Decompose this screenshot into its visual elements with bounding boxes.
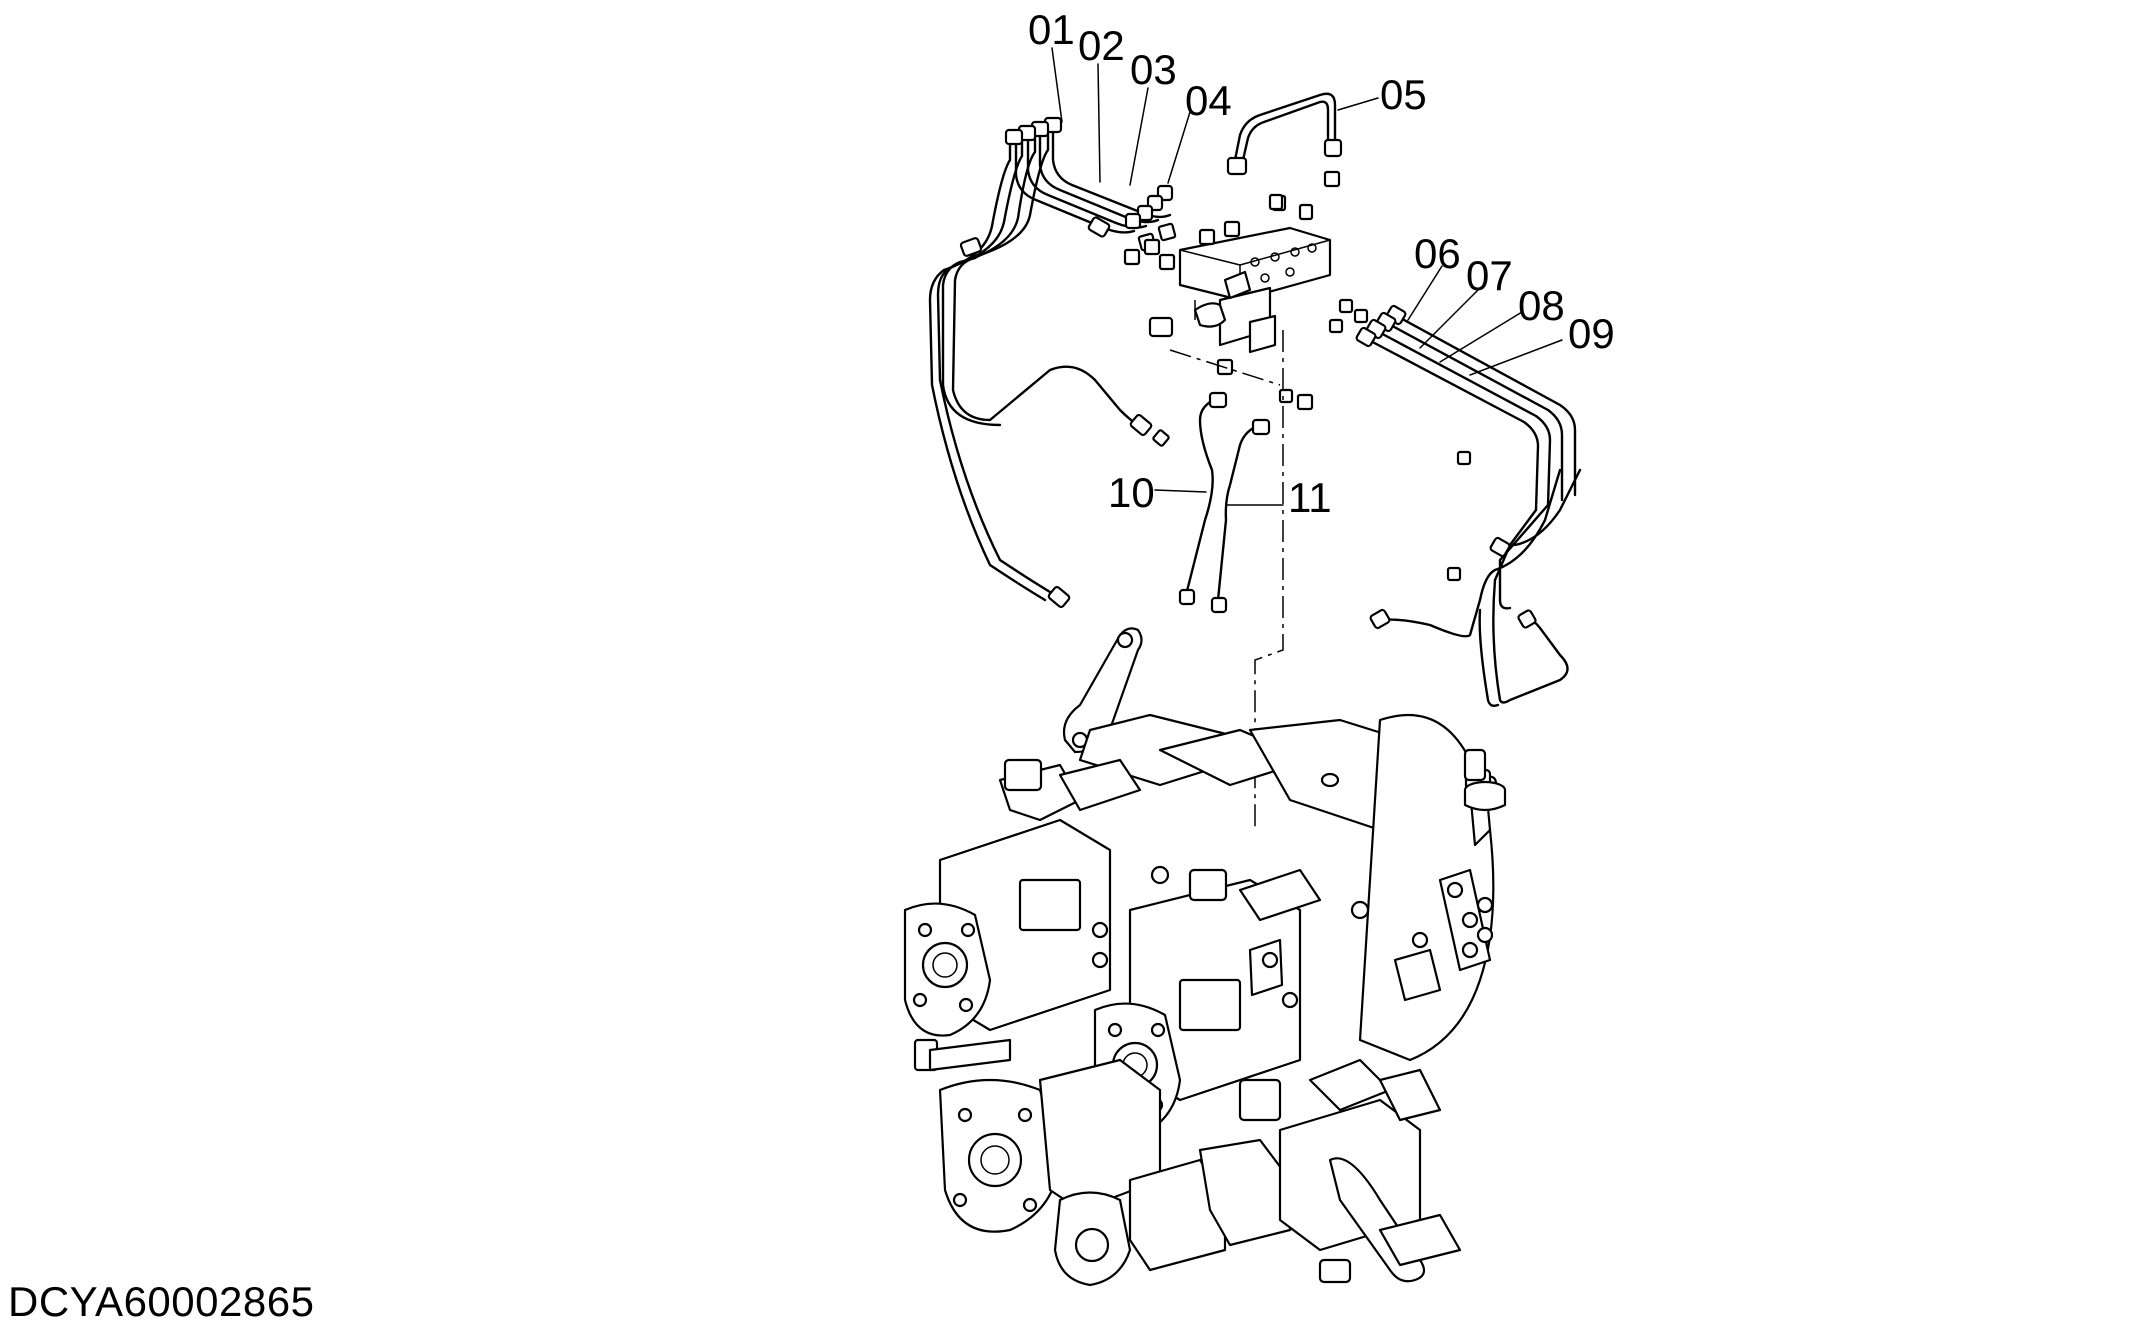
callout-11: 11 [1225, 474, 1332, 521]
callout-07: 07 [1419, 252, 1513, 349]
callout-04: 04 [1167, 77, 1232, 184]
callout-05: 05 [1337, 71, 1427, 118]
svg-text:07: 07 [1466, 252, 1513, 299]
svg-text:01: 01 [1028, 6, 1075, 53]
callout-01: 01 [1028, 6, 1075, 123]
svg-text:08: 08 [1518, 282, 1565, 329]
pump-assembly [903, 627, 1507, 1287]
svg-text:09: 09 [1568, 310, 1615, 357]
svg-text:04: 04 [1185, 77, 1232, 124]
svg-text:02: 02 [1078, 22, 1125, 69]
callout-09: 09 [1469, 310, 1615, 376]
svg-text:10: 10 [1108, 469, 1155, 516]
pipe-group-01-04 [928, 116, 1174, 609]
document-id: DCYA60002865 [8, 1278, 315, 1325]
callout-10: 10 [1108, 469, 1207, 516]
svg-text:06: 06 [1414, 230, 1461, 277]
pipe-group-06-09 [1355, 304, 1582, 708]
callout-06: 06 [1407, 230, 1461, 321]
pipe-group-10-11 [1178, 391, 1271, 614]
svg-text:11: 11 [1288, 474, 1332, 521]
callout-08: 08 [1439, 282, 1565, 363]
svg-text:05: 05 [1380, 71, 1427, 118]
svg-text:03: 03 [1130, 46, 1177, 93]
callout-03: 03 [1129, 46, 1177, 186]
pipe-05 [1226, 92, 1343, 212]
valve-block [1123, 193, 1369, 411]
callout-02: 02 [1078, 22, 1125, 183]
